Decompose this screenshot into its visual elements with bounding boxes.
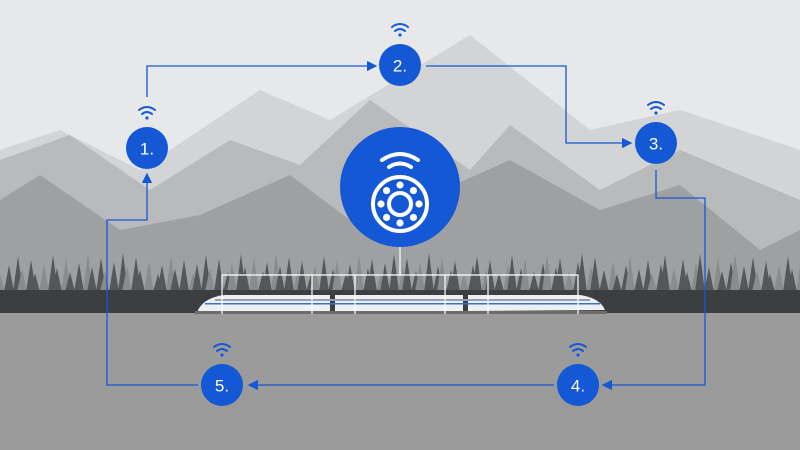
arrow-3-to-4 xyxy=(601,170,706,391)
tree xyxy=(354,255,364,292)
tree xyxy=(695,254,705,292)
forest xyxy=(0,253,800,292)
tree xyxy=(179,260,189,292)
tree xyxy=(472,256,482,292)
tree xyxy=(4,265,14,292)
wifi-icon xyxy=(138,106,156,120)
tree xyxy=(774,265,784,292)
tree xyxy=(52,268,62,292)
step-circle xyxy=(635,122,677,164)
tree xyxy=(332,260,342,292)
tree xyxy=(135,270,145,292)
tree xyxy=(564,271,574,292)
bearing-ball xyxy=(382,213,391,222)
wireless-bearing-sensor-icon xyxy=(371,152,429,233)
step-number: 3. xyxy=(649,135,663,154)
bearing-ball xyxy=(382,186,391,195)
tree xyxy=(752,270,762,292)
step-number: 4. xyxy=(571,377,585,396)
step-5: 5. xyxy=(201,343,243,406)
step-number: 5. xyxy=(215,377,229,396)
step-1: 1. xyxy=(126,106,168,169)
tree xyxy=(109,262,119,292)
tree xyxy=(599,270,609,292)
step-2: 2. xyxy=(379,23,421,86)
wifi-icon xyxy=(213,343,231,357)
tree xyxy=(739,266,749,292)
tree xyxy=(192,264,202,292)
tree xyxy=(275,266,285,292)
step-4: 4. xyxy=(557,343,599,406)
tree xyxy=(669,268,679,292)
ground xyxy=(0,313,800,450)
tree xyxy=(0,274,5,292)
tree xyxy=(65,272,75,292)
wifi-icon xyxy=(569,343,587,357)
tree xyxy=(717,271,727,292)
tree xyxy=(17,269,27,292)
step-circle xyxy=(557,364,599,406)
central-sensor xyxy=(340,127,460,247)
bearing-ball xyxy=(396,181,404,189)
tree xyxy=(319,256,329,292)
step-3: 3. xyxy=(635,101,677,164)
tree xyxy=(144,261,154,292)
tree xyxy=(577,253,587,292)
tree xyxy=(682,272,692,292)
tree xyxy=(647,273,657,292)
step-number: 1. xyxy=(140,140,154,159)
tree xyxy=(507,255,517,292)
train xyxy=(195,295,607,314)
arrow-1-to-2 xyxy=(146,60,378,97)
step-number: 2. xyxy=(393,57,407,76)
tree xyxy=(87,267,97,292)
step-circle xyxy=(379,44,421,86)
tree xyxy=(459,274,469,292)
tree xyxy=(262,262,272,292)
tree xyxy=(529,272,539,292)
tree xyxy=(157,265,167,292)
tree xyxy=(205,268,215,292)
tree xyxy=(389,254,399,292)
tree xyxy=(765,274,775,292)
bearing-ball xyxy=(377,200,385,208)
sensor-bracket xyxy=(221,247,579,314)
tree xyxy=(380,263,390,292)
tree xyxy=(122,266,132,292)
wifi-icon xyxy=(391,23,409,37)
tree xyxy=(494,273,504,292)
wifi-icon xyxy=(647,101,665,115)
arrow-5-to-1 xyxy=(106,172,198,386)
bearing-ball xyxy=(415,200,423,208)
tree xyxy=(170,269,180,292)
tree xyxy=(634,269,644,292)
tree xyxy=(704,267,714,292)
tree xyxy=(424,253,434,292)
tree xyxy=(625,256,635,292)
tree xyxy=(240,267,250,292)
tree xyxy=(39,264,49,292)
step-circle xyxy=(126,127,168,169)
tree xyxy=(590,257,600,292)
arrow-2-to-3 xyxy=(426,65,633,149)
tree xyxy=(542,254,552,292)
tree xyxy=(297,261,307,292)
tree xyxy=(787,269,797,292)
tree xyxy=(660,255,670,292)
bearing-ball xyxy=(409,213,418,222)
tree xyxy=(730,253,740,292)
bearing-ball xyxy=(409,186,418,195)
tree xyxy=(450,261,460,292)
tree xyxy=(415,262,425,292)
flow-arrows xyxy=(106,60,706,391)
tree xyxy=(345,264,355,292)
tree xyxy=(612,274,622,292)
tree xyxy=(227,263,237,292)
tree xyxy=(796,266,800,292)
step-circle xyxy=(201,364,243,406)
tree xyxy=(74,263,84,292)
bearing-ball xyxy=(396,219,404,227)
tree xyxy=(30,273,40,292)
